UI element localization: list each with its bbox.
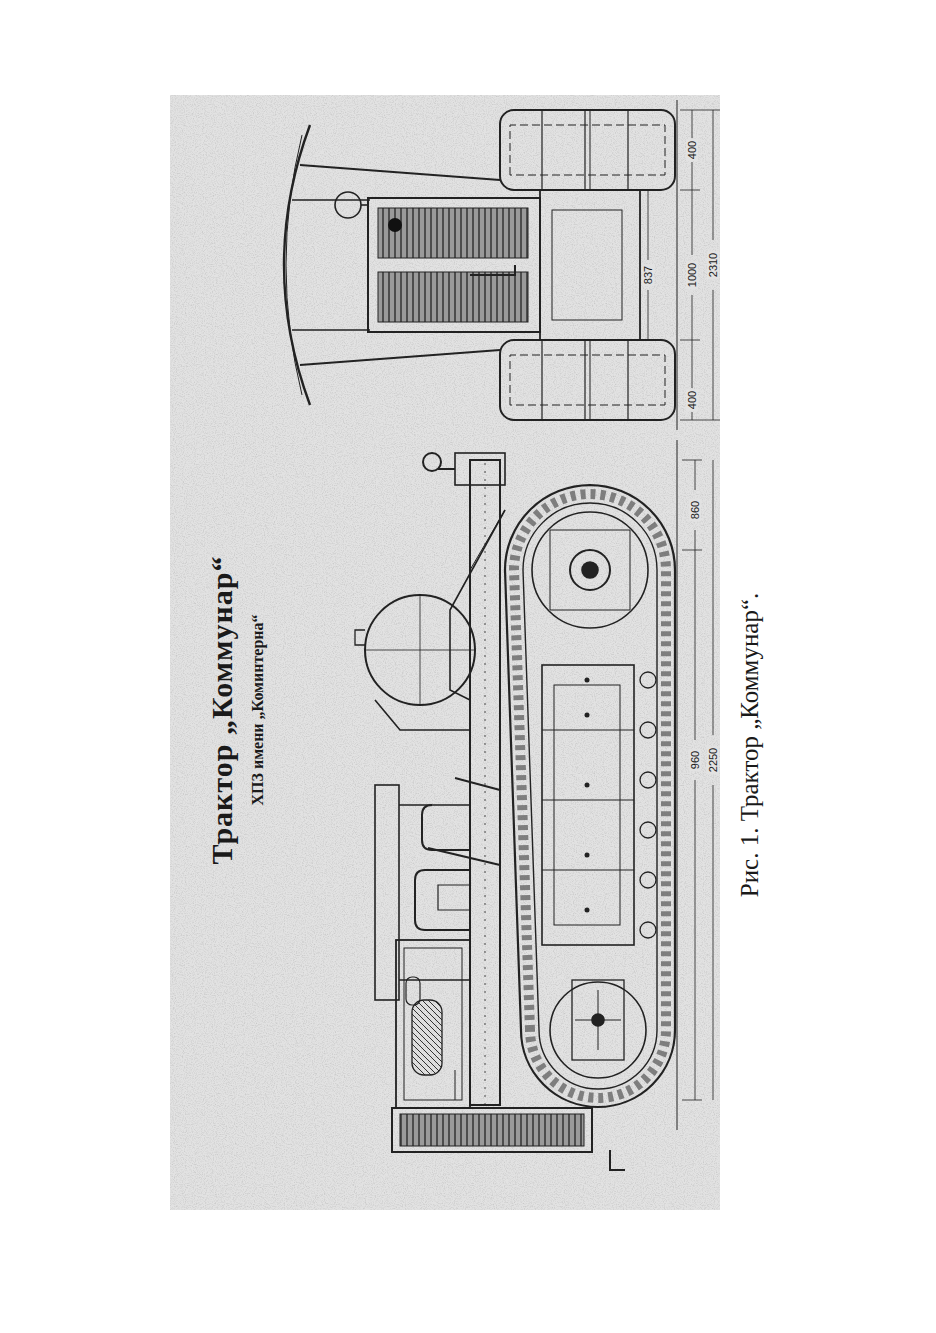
side-view-part	[396, 940, 470, 1108]
side-view-part	[438, 468, 455, 470]
front-view-part	[378, 208, 528, 258]
dimension-label: 2310	[707, 251, 719, 279]
front-view-part	[680, 110, 720, 420]
side-view-part-part	[585, 678, 590, 683]
side-view-part	[572, 980, 624, 1060]
side-view-part	[406, 977, 420, 1005]
front-view-part	[378, 272, 528, 322]
front-view-part	[335, 192, 361, 218]
side-view-part	[682, 460, 702, 1100]
side-view-part	[365, 595, 475, 705]
side-view-part	[400, 1114, 584, 1146]
side-view-part	[422, 805, 470, 850]
side-view-part	[550, 530, 630, 610]
dimension-label: 960	[689, 749, 701, 771]
side-view-part-part	[585, 853, 590, 858]
front-view-part	[510, 125, 665, 175]
side-view-part	[585, 678, 590, 913]
side-view-part	[695, 460, 696, 1100]
front-view-part	[677, 100, 678, 430]
side-view-part	[438, 885, 470, 910]
side-view-part	[523, 503, 657, 1089]
dimension-label: 1000	[686, 261, 698, 289]
drawing-subtitle: ХПЗ имени „Коминтерна“	[249, 614, 267, 805]
side-view-part-part	[640, 822, 656, 838]
drawing-title: Трактор „Коммунар“	[205, 556, 239, 865]
front-view-part	[500, 340, 675, 420]
side-view-part	[713, 460, 714, 1100]
side-view-part	[392, 1108, 592, 1152]
side-view-part	[640, 672, 656, 938]
side-view-part-part	[585, 783, 590, 788]
front-view-part	[368, 198, 540, 332]
side-view-part	[550, 982, 646, 1078]
side-view-part	[570, 550, 610, 590]
front-view-part	[361, 204, 368, 206]
side-view-part	[455, 453, 505, 485]
dimension-label: 837	[642, 264, 654, 286]
side-view-part	[428, 848, 500, 865]
side-view-part	[455, 1070, 456, 1100]
front-view	[284, 100, 720, 430]
front-view-part	[470, 265, 515, 275]
side-view-part	[365, 595, 475, 705]
front-view-part	[510, 355, 665, 405]
side-view-part-part	[585, 713, 590, 718]
front-view-part	[500, 110, 675, 190]
side-view	[355, 440, 713, 1170]
side-view-part	[485, 460, 486, 1105]
rotated-text-layer: Трактор „Коммунар“ Рис. 1. Трактор „Комму…	[170, 95, 790, 1210]
side-view-part	[355, 630, 365, 645]
dimension-label: 400	[686, 389, 698, 411]
side-view-part-part	[640, 672, 656, 688]
front-view-part	[292, 200, 370, 330]
front-view-part	[300, 165, 500, 365]
dimension-label: 860	[689, 499, 701, 521]
side-view-part-part	[640, 922, 656, 938]
side-view-part	[575, 990, 621, 1050]
side-view-part	[505, 485, 675, 1107]
front-view-part	[590, 110, 591, 420]
front-view-part	[284, 125, 310, 405]
side-view-part-part	[640, 772, 656, 788]
front-view-part	[542, 110, 628, 420]
side-view-part	[415, 870, 470, 930]
side-view-part	[542, 730, 634, 870]
side-view-part	[514, 494, 666, 1098]
side-view-part	[554, 685, 620, 925]
side-view-part	[455, 778, 500, 790]
scan-grain	[170, 95, 720, 1210]
side-view-part-part	[640, 722, 656, 738]
scan-ground	[170, 95, 720, 1210]
tractor-drawing	[170, 95, 720, 1210]
side-view-part	[375, 785, 399, 1000]
side-view-part	[423, 453, 441, 471]
side-view-part-part	[585, 908, 590, 913]
side-view-part	[532, 512, 648, 628]
side-view-part	[542, 665, 634, 945]
side-view-part	[399, 805, 470, 980]
front-view-part	[552, 210, 622, 320]
dimension-label: 2250	[707, 746, 719, 774]
dimension-label: 400	[686, 139, 698, 161]
side-view-part	[592, 1014, 604, 1026]
side-view-part	[412, 1000, 442, 1075]
side-view-part	[677, 440, 678, 1130]
side-view-part	[470, 510, 505, 690]
front-view-part	[286, 135, 302, 395]
side-view-part	[404, 948, 462, 1100]
side-view-part	[610, 1150, 625, 1170]
side-view-part-part	[640, 872, 656, 888]
side-view-part	[450, 510, 505, 700]
side-view-part	[582, 562, 598, 578]
figure-caption: Рис. 1. Трактор „Коммунар“.	[736, 593, 764, 897]
front-view-part	[388, 218, 402, 232]
front-view-part	[540, 190, 640, 340]
